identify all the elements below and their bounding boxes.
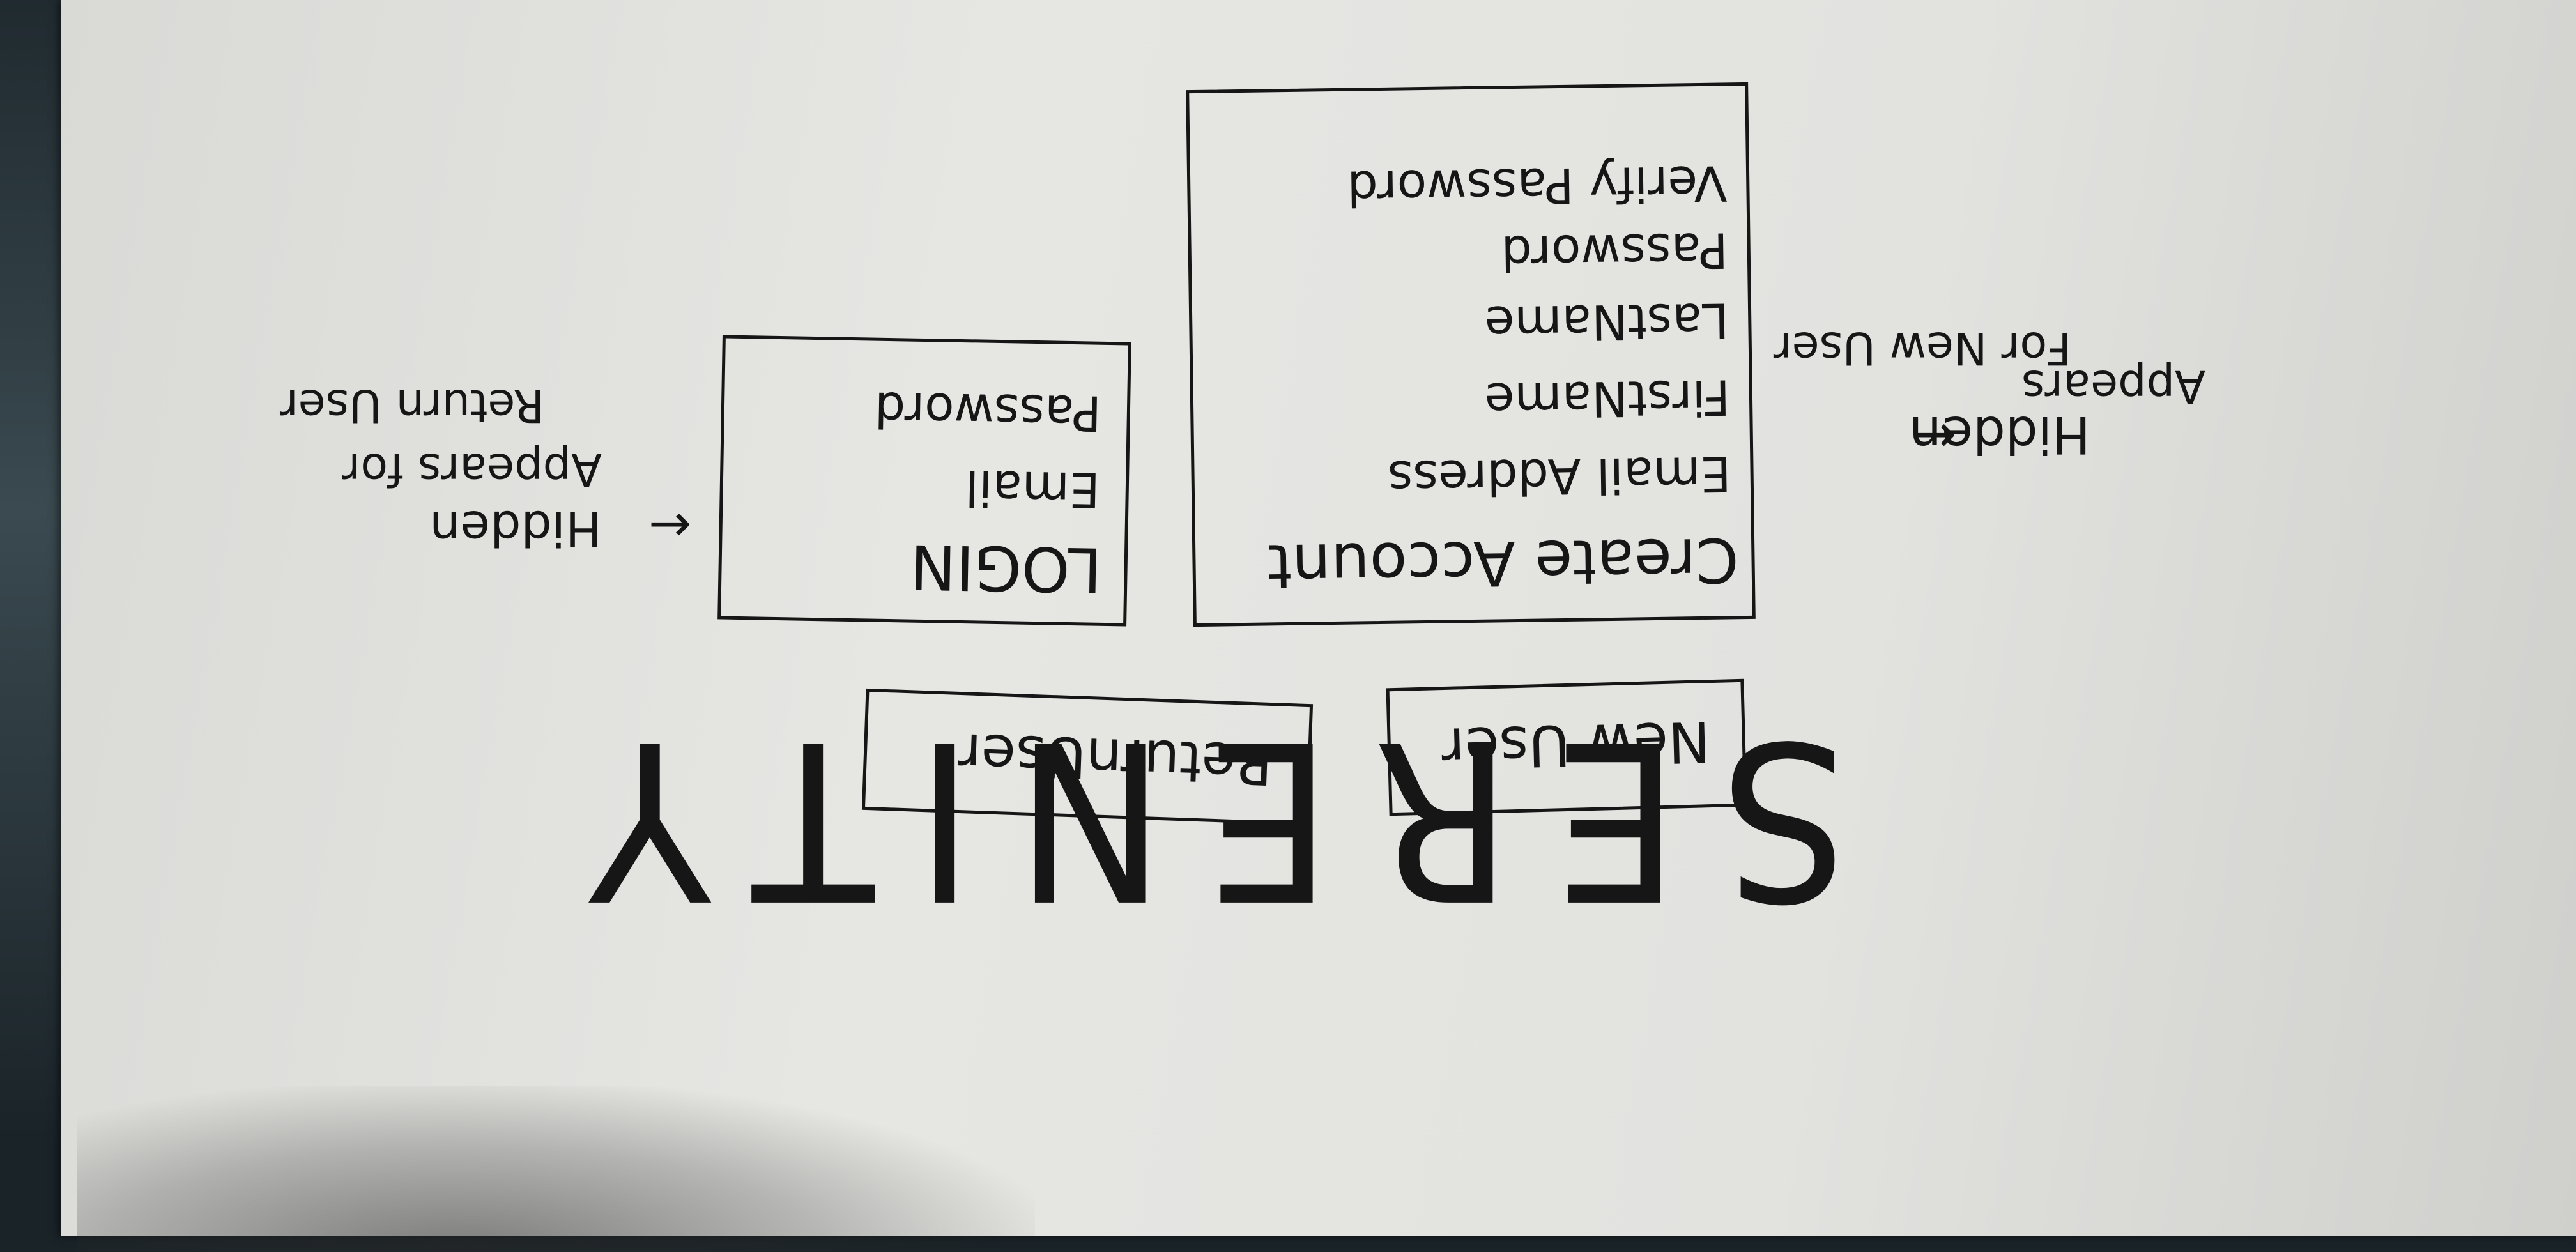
create-panel-annotation-for-new-user: For New User	[1773, 322, 2071, 374]
login-password-field[interactable]: Password	[874, 381, 1102, 442]
email-address-field[interactable]: Email Address	[1387, 445, 1732, 507]
left-arrow-icon: ←	[648, 496, 691, 556]
new-user-button-label: New User	[1441, 708, 1712, 782]
new-user-button[interactable]: New User	[1386, 678, 1747, 816]
return-user-button-label: ReturnUser	[956, 720, 1274, 798]
login-annotation-hidden: Hidden	[429, 500, 602, 557]
first-name-field[interactable]: FirstName	[1484, 369, 1731, 429]
return-user-button[interactable]: ReturnUser	[861, 688, 1314, 826]
login-annotation-return-user: Return User	[279, 379, 544, 432]
login-annotation-appears-for: Appears for	[342, 443, 602, 496]
create-account-panel: Create Account Email Address FirstName L…	[1186, 82, 1756, 627]
login-email-field[interactable]: Email	[965, 459, 1101, 519]
login-panel: LOGIN Email Password	[717, 335, 1131, 627]
create-panel-annotation-hidden: Hidden	[1909, 405, 2090, 464]
hand-shadow	[77, 1086, 1035, 1252]
last-name-field[interactable]: LastName	[1484, 292, 1729, 353]
paper-sheet	[61, 0, 2576, 1236]
password-field[interactable]: Password	[1501, 222, 1729, 282]
create-account-heading: Create Account	[1267, 524, 1740, 602]
verify-password-field[interactable]: Verify Password	[1346, 155, 1728, 217]
login-heading: LOGIN	[909, 530, 1103, 606]
